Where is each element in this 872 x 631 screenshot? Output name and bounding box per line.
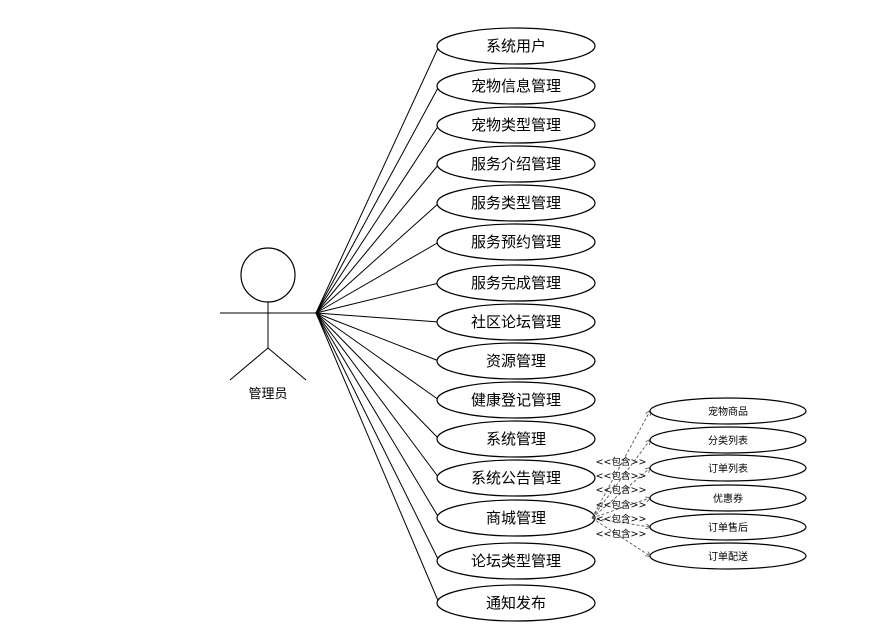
sub-use-case-ellipse[interactable] [649, 542, 807, 570]
use-case-label: 资源管理 [486, 352, 546, 370]
sub-use-case-label: 优惠券 [713, 492, 743, 505]
use-case[interactable]: 服务完成管理 [436, 264, 596, 302]
association-line [315, 312, 440, 604]
use-case-label: 健康登记管理 [471, 391, 561, 409]
use-case-ellipse[interactable] [436, 499, 596, 537]
use-case-label: 论坛类型管理 [471, 552, 561, 570]
use-case-ellipse[interactable] [436, 459, 596, 497]
sub-use-case-label: 订单售后 [708, 521, 748, 534]
actor-left-leg [229, 347, 269, 381]
use-case-label: 通知发布 [486, 594, 546, 612]
use-case-ellipse[interactable] [436, 67, 596, 105]
use-case-ellipse[interactable] [436, 420, 596, 458]
include-arrow [591, 517, 650, 556]
use-case-label: 系统用户 [486, 37, 546, 55]
use-case[interactable]: 宠物信息管理 [436, 67, 596, 105]
mall-sub-use-case[interactable]: 订单售后 [649, 513, 807, 541]
include-label: <<包含>> [596, 528, 647, 540]
use-case[interactable]: 论坛类型管理 [436, 542, 596, 580]
sub-use-case-ellipse[interactable] [649, 426, 807, 454]
association-line [315, 312, 440, 479]
sub-use-case-label: 订单列表 [708, 462, 748, 475]
sub-use-case-ellipse[interactable] [649, 513, 807, 541]
use-case[interactable]: 通知发布 [436, 584, 596, 622]
mall-sub-use-case[interactable]: 订单配送 [649, 542, 807, 570]
use-case-ellipse[interactable] [436, 223, 596, 261]
use-case[interactable]: 健康登记管理 [436, 381, 596, 419]
include-arrow [591, 498, 650, 519]
association-line [315, 282, 440, 314]
association-line [315, 312, 440, 323]
sub-use-case-ellipse[interactable] [649, 484, 807, 512]
use-case-label: 社区论坛管理 [471, 313, 561, 331]
association-line [315, 124, 440, 314]
include-arrow [591, 440, 650, 519]
include-relations: <<包含>> <<包含>> <<包含>> <<包含>> <<包含>> <<包含>> [591, 411, 650, 556]
sub-use-case-label: 分类列表 [708, 434, 748, 447]
include-label: <<包含>> [596, 484, 647, 496]
use-case-ellipse[interactable] [436, 27, 596, 65]
use-case-ellipse[interactable] [436, 584, 596, 622]
include-label: <<包含>> [596, 513, 647, 525]
sub-use-case-label: 订单配送 [708, 550, 748, 563]
sub-use-case-label: 宠物商品 [708, 405, 748, 418]
sub-use-case-ellipse[interactable] [649, 397, 807, 425]
actor-right-leg [267, 347, 307, 381]
association-line [315, 312, 440, 562]
use-case-label: 服务预约管理 [471, 233, 561, 251]
use-case[interactable]: 系统管理 [436, 420, 596, 458]
use-case[interactable]: 资源管理 [436, 342, 596, 380]
mall-sub-use-case[interactable]: 优惠券 [649, 484, 807, 512]
use-case-label: 商城管理 [486, 509, 546, 527]
include-label: <<包含>> [596, 456, 647, 468]
use-case-label: 服务类型管理 [471, 194, 561, 212]
include-label: <<包含>> [596, 470, 647, 482]
use-case-ellipse[interactable] [436, 145, 596, 183]
actor-head [240, 247, 296, 303]
use-case-ellipse[interactable] [436, 342, 596, 380]
mall-sub-use-case[interactable]: 分类列表 [649, 426, 807, 454]
include-arrow [591, 468, 650, 519]
association-line [315, 85, 440, 314]
use-case[interactable]: 服务类型管理 [436, 184, 596, 222]
use-case-label: 服务介绍管理 [471, 155, 561, 173]
use-case-label: 服务完成管理 [471, 274, 561, 292]
use-case-list: 系统用户宠物信息管理宠物类型管理服务介绍管理服务类型管理服务预约管理服务完成管理… [436, 27, 596, 622]
include-arrow [591, 411, 650, 519]
actor-label: 管理员 [248, 387, 287, 402]
association-line [315, 241, 440, 314]
use-case[interactable]: 宠物类型管理 [436, 106, 596, 144]
use-case[interactable]: 系统用户 [436, 27, 596, 65]
association-line [315, 45, 440, 314]
use-case-label: 系统管理 [486, 430, 546, 448]
use-case-ellipse[interactable] [436, 264, 596, 302]
mall-sub-use-case[interactable]: 宠物商品 [649, 397, 807, 425]
use-case[interactable]: 商城管理 [436, 499, 596, 537]
association-line [315, 312, 440, 440]
association-line [315, 312, 440, 519]
association-lines [315, 45, 440, 604]
use-case[interactable]: 服务预约管理 [436, 223, 596, 261]
use-case-ellipse[interactable] [436, 184, 596, 222]
mall-sub-use-case[interactable]: 订单列表 [649, 454, 807, 482]
use-case[interactable]: 服务介绍管理 [436, 145, 596, 183]
use-case[interactable]: 社区论坛管理 [436, 303, 596, 341]
association-line [315, 202, 440, 314]
use-case-label: 宠物信息管理 [471, 77, 561, 95]
include-label: <<包含>> [596, 499, 647, 511]
actor-admin: 管理员 [220, 247, 316, 402]
use-case-ellipse[interactable] [436, 542, 596, 580]
association-line [315, 163, 440, 314]
use-case-ellipse[interactable] [436, 381, 596, 419]
association-line [315, 312, 440, 362]
use-case-label: 系统公告管理 [471, 469, 561, 487]
association-line [315, 312, 440, 401]
use-case-ellipse[interactable] [436, 303, 596, 341]
sub-use-case-ellipse[interactable] [649, 454, 807, 482]
use-case-label: 宠物类型管理 [471, 116, 561, 134]
use-case[interactable]: 系统公告管理 [436, 459, 596, 497]
use-case-ellipse[interactable] [436, 106, 596, 144]
